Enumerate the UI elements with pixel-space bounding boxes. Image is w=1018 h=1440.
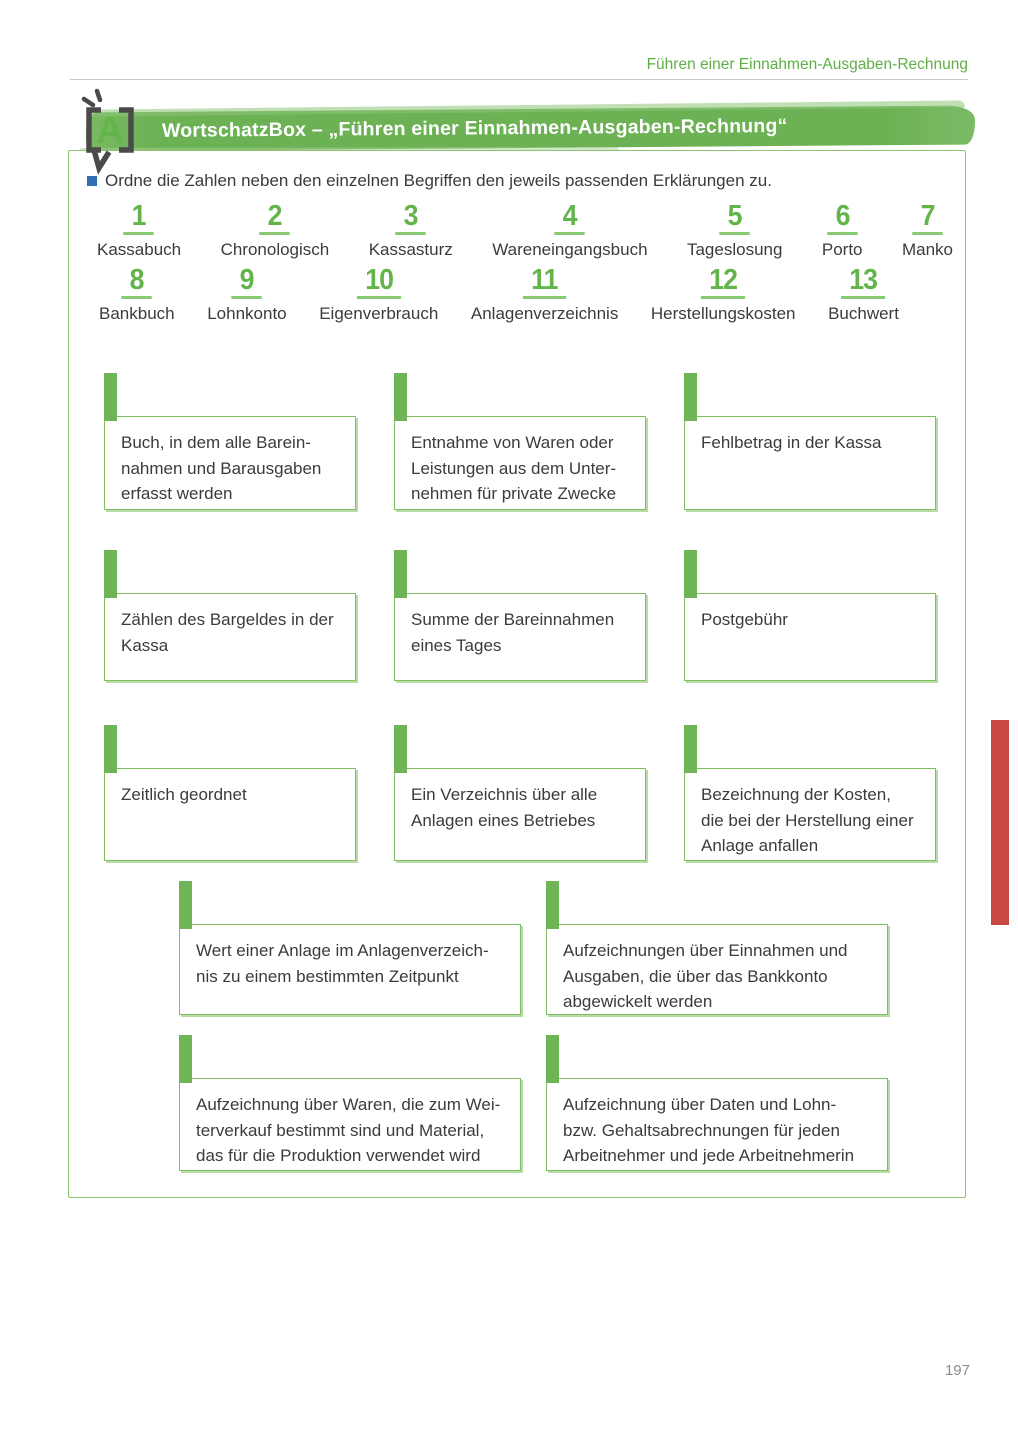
explanation-card: Aufzeichnung über Waren, die zum Wei- te… <box>178 1035 521 1171</box>
card-text: Aufzeichnung über Daten und Lohn- bzw. G… <box>563 1095 855 1165</box>
term-label: Kassabuch <box>97 240 182 259</box>
term-label: Chronologisch <box>220 240 330 259</box>
card-text: Summe der Bareinnahmen eines Tages <box>411 610 615 655</box>
term-manko: 7 Manko <box>902 201 953 260</box>
term-number: 1 <box>123 201 155 235</box>
card-text: Bezeichnung der Kosten, die bei der Hers… <box>701 785 914 855</box>
card-text: Aufzeichnung über Waren, die zum Wei- te… <box>196 1095 501 1165</box>
explanation-card: Postgebühr <box>683 550 936 681</box>
explanation-card: Zeitlich geordnet <box>103 725 356 861</box>
terms-row-1: 1 Kassabuch 2 Chronologisch 3 Kassasturz… <box>97 201 953 260</box>
term-lohnkonto: 9 Lohnkonto <box>207 265 286 324</box>
answer-slot-marker <box>178 1035 192 1083</box>
term-buchwert: 13 Buchwert <box>828 265 899 324</box>
term-number: 3 <box>395 201 426 235</box>
answer-slot-marker <box>545 1035 559 1083</box>
explanation-card: Fehlbetrag in der Kassa <box>683 373 936 510</box>
term-wareneingangsbuch: 4 Wareneingangsbuch <box>492 201 647 260</box>
term-number: 2 <box>259 201 291 235</box>
term-label: Bankbuch <box>99 304 175 323</box>
speech-bubble-a-icon: A <box>81 88 134 175</box>
answer-slot-marker <box>103 373 117 421</box>
icon-letter: A <box>96 110 123 152</box>
explanation-card: Zählen des Bargeldes in der Kassa <box>103 550 356 681</box>
term-number: 6 <box>826 201 858 235</box>
term-number: 10 <box>356 265 401 299</box>
card-text: Ein Verzeichnis über alle Anlagen eines … <box>411 785 598 830</box>
card-text: Fehlbetrag in der Kassa <box>701 433 882 452</box>
answer-slot-marker <box>545 881 559 929</box>
page-number: 197 <box>944 1362 970 1379</box>
explanation-card: Aufzeichnungen über Einnahmen und Ausgab… <box>545 881 888 1015</box>
explanation-card: Wert einer Anlage im Anlagenverzeich- ni… <box>178 881 521 1015</box>
term-kassasturz: 3 Kassasturz <box>369 201 453 260</box>
answer-slot-marker <box>683 373 697 421</box>
bullet-square-icon <box>87 176 97 186</box>
term-label: Manko <box>901 240 953 259</box>
terms-row-2: 8 Bankbuch 9 Lohnkonto 10 Eigenverbrauch… <box>99 265 899 324</box>
term-number: 13 <box>841 265 886 299</box>
term-label: Tageslosung <box>686 240 783 259</box>
instruction-text: Ordne die Zahlen neben den einzelnen Beg… <box>105 171 772 190</box>
term-label: Buchwert <box>828 304 899 323</box>
term-number: 8 <box>121 265 153 299</box>
term-tageslosung: 5 Tageslosung <box>687 201 782 260</box>
card-text: Buch, in dem alle Barein- nahmen und Bar… <box>121 433 322 503</box>
chapter-header: Führen einer Einnahmen-Ausgaben-Rechnung <box>646 56 968 73</box>
card-text: Aufzeichnungen über Einnahmen und Ausgab… <box>563 941 848 1011</box>
term-label: Kassasturz <box>368 240 453 259</box>
term-eigenverbrauch: 10 Eigenverbrauch <box>319 265 438 324</box>
term-number: 5 <box>719 201 750 235</box>
term-chronologisch: 2 Chronologisch <box>221 201 330 260</box>
instruction: Ordne die Zahlen neben den einzelnen Beg… <box>87 171 772 191</box>
term-label: Porto <box>821 240 863 259</box>
term-label: Eigenverbrauch <box>319 304 439 323</box>
term-porto: 6 Porto <box>822 201 863 260</box>
term-number: 11 <box>523 265 567 299</box>
explanation-card: Summe der Bareinnahmen eines Tages <box>393 550 646 681</box>
term-label: Wareneingangsbuch <box>492 240 648 259</box>
term-herstellungskosten: 12 Herstellungskosten <box>651 265 796 324</box>
term-number: 7 <box>912 201 943 235</box>
term-number: 9 <box>231 265 263 299</box>
term-label: Lohnkonto <box>207 304 287 323</box>
term-number: 4 <box>554 201 586 235</box>
answer-slot-marker <box>393 373 407 421</box>
explanation-card: Aufzeichnung über Daten und Lohn- bzw. G… <box>545 1035 888 1171</box>
answer-slot-marker <box>393 725 407 773</box>
header-divider <box>70 79 968 80</box>
answer-slot-marker <box>178 881 192 929</box>
wortschatzbox-banner: WortschatzBox – „Führen einer Einnahmen-… <box>85 105 976 152</box>
term-anlagenverzeichnis: 11 Anlagenverzeichnis <box>471 265 618 324</box>
banner-title: WortschatzBox – „Führen einer Einnahmen-… <box>161 114 788 142</box>
answer-slot-marker <box>103 550 117 598</box>
explanation-card: Ein Verzeichnis über alle Anlagen eines … <box>393 725 646 861</box>
card-text: Entnahme von Waren oder Leistungen aus d… <box>411 433 617 503</box>
explanation-card: Entnahme von Waren oder Leistungen aus d… <box>393 373 646 510</box>
term-kassabuch: 1 Kassabuch <box>97 201 181 260</box>
term-number: 12 <box>700 265 746 299</box>
answer-slot-marker <box>103 725 117 773</box>
card-text: Wert einer Anlage im Anlagenverzeich- ni… <box>196 941 489 986</box>
term-bankbuch: 8 Bankbuch <box>99 265 175 324</box>
card-text: Zeitlich geordnet <box>121 785 247 804</box>
exercise-box: Ordne die Zahlen neben den einzelnen Beg… <box>68 150 966 1198</box>
term-label: Anlagenverzeichnis <box>470 304 619 323</box>
answer-slot-marker <box>683 725 697 773</box>
card-text: Postgebühr <box>701 610 788 629</box>
answer-slot-marker <box>683 550 697 598</box>
explanation-card: Buch, in dem alle Barein- nahmen und Bar… <box>103 373 356 510</box>
answer-slot-marker <box>393 550 407 598</box>
term-label: Herstellungskosten <box>650 304 796 323</box>
explanation-card: Bezeichnung der Kosten, die bei der Hers… <box>683 725 936 861</box>
card-text: Zählen des Bargeldes in der Kassa <box>121 610 334 655</box>
chapter-side-tab <box>991 720 1009 925</box>
